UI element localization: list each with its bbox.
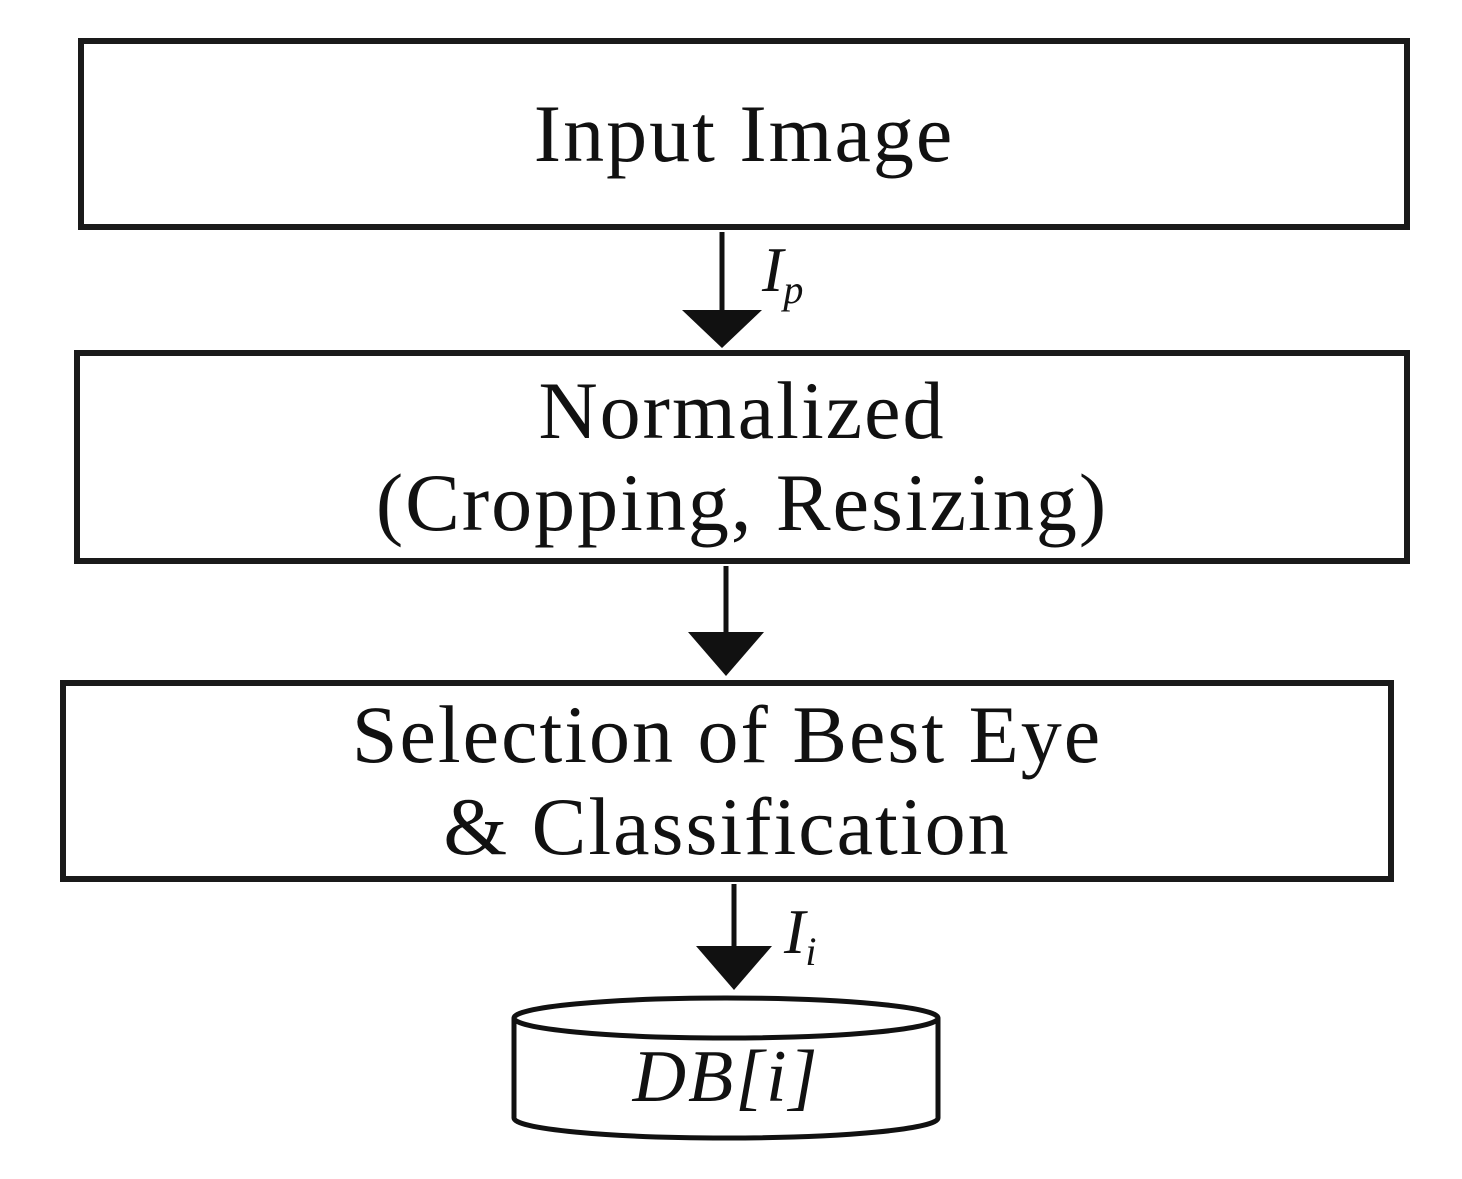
input-image-label: Input Image	[533, 88, 955, 179]
arrow-head	[696, 946, 772, 990]
edge-label-ip-base: I	[762, 234, 784, 305]
arrow-head	[682, 310, 762, 348]
edge-label-ip-sub: p	[783, 267, 804, 312]
edge-label-ii-base: I	[784, 896, 806, 967]
arrow-head	[688, 632, 764, 676]
arrow-normalized-to-selection	[688, 566, 764, 676]
normalized-label-line1: Normalized	[538, 365, 946, 456]
cylinder-body	[511, 1018, 941, 1141]
input-image-box: Input Image	[78, 38, 1410, 230]
arrow-input-to-normalized	[682, 232, 762, 348]
arrow-selection-to-db	[696, 884, 772, 990]
cylinder-top	[511, 995, 941, 1041]
edge-label-ii: Ii	[784, 900, 816, 972]
selection-label-line2: & Classification	[443, 781, 1011, 872]
database-label: DB[i]	[632, 1036, 820, 1118]
selection-box: Selection of Best Eye & Classification	[60, 680, 1394, 882]
selection-label-line1: Selection of Best Eye	[351, 689, 1103, 780]
normalized-box: Normalized (Cropping, Resizing)	[74, 350, 1410, 564]
database-cylinder-icon	[511, 995, 941, 1141]
edge-label-ii-sub: i	[805, 929, 817, 974]
normalized-label-line2: (Cropping, Resizing)	[375, 457, 1109, 548]
edge-label-ip: Ip	[762, 238, 803, 310]
